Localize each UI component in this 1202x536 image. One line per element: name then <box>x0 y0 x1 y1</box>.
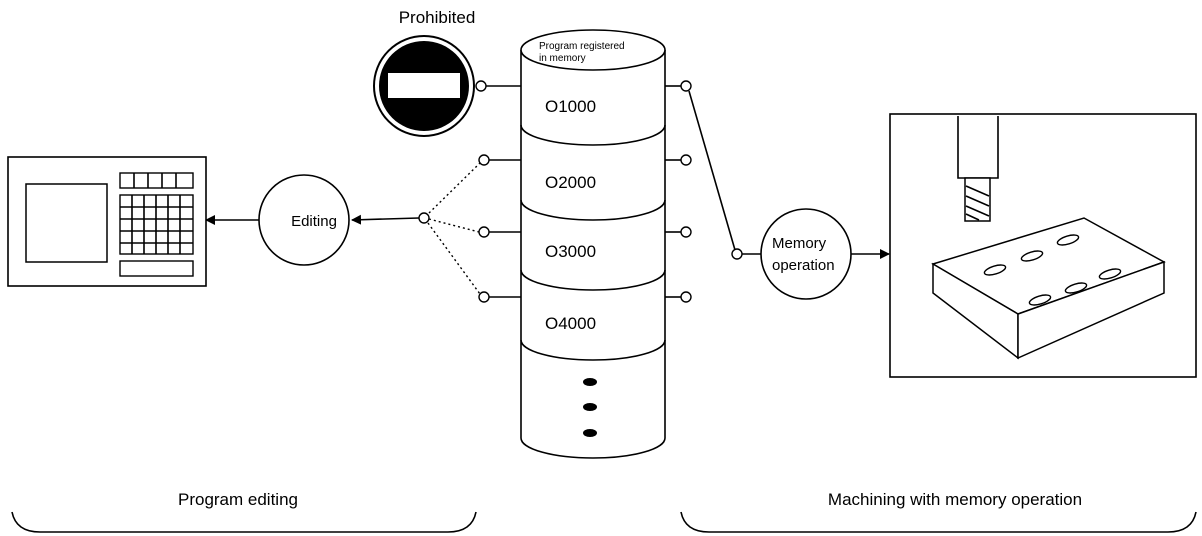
prohibited-contact-node <box>475 80 487 92</box>
no-entry-icon <box>373 35 475 137</box>
memory-operation-line1: Memory <box>772 235 827 252</box>
memory-header-line2: in memory <box>539 53 586 64</box>
end-mill-workpiece-icon <box>889 113 1197 378</box>
more-programs-ellipsis <box>583 378 597 437</box>
prohibited-label: Prohibited <box>399 8 476 27</box>
program-o1000: O1000 <box>545 97 596 116</box>
machining-caption: Machining with memory operation <box>828 490 1082 509</box>
memory-header-line1: Program registered <box>539 41 625 52</box>
editing-contacts <box>418 154 521 303</box>
program-editing-caption: Program editing <box>178 490 298 509</box>
program-o2000: O2000 <box>545 173 596 192</box>
editing-label: Editing <box>291 213 337 230</box>
program-o3000: O3000 <box>545 242 596 261</box>
operation-contacts <box>665 80 761 303</box>
cnc-control-panel-icon <box>7 156 207 287</box>
machining-brace <box>680 511 1197 533</box>
program-editing-brace <box>11 511 477 533</box>
memory-cylinder <box>520 29 666 459</box>
memory-operation-line2: operation <box>772 257 835 274</box>
memory-operation-node <box>760 208 852 300</box>
program-o4000: O4000 <box>545 314 596 333</box>
